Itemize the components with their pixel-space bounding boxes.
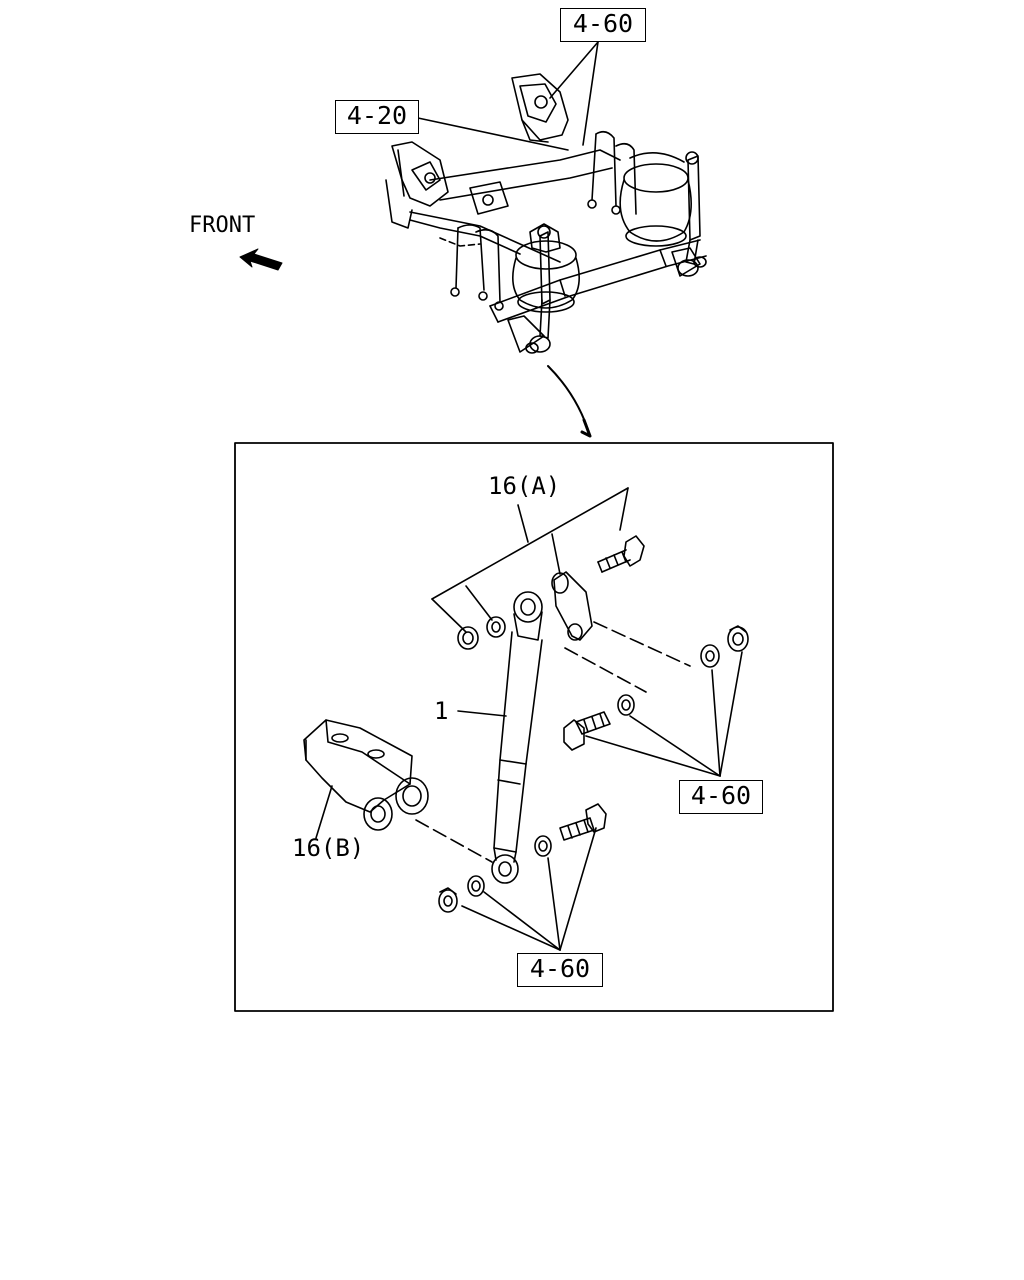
bracket-16a (551, 571, 593, 641)
rear-suspension-assembly (385, 41, 707, 354)
part-label-16b: 16(B) (292, 834, 365, 862)
part-1-leader (457, 710, 507, 717)
nut-washer-upper (457, 616, 506, 650)
part-16b-leader (315, 785, 333, 839)
detail-frame (234, 442, 834, 1012)
ref-4-60-detail-right[interactable]: 4-60 (679, 780, 763, 814)
bolt-middle (563, 694, 635, 751)
ref-4-60-top[interactable]: 4-60 (560, 8, 646, 42)
bracket-16b (303, 719, 429, 831)
bolt-upper (597, 535, 645, 573)
front-label: FRONT (189, 213, 256, 238)
nut-washer-lower (438, 875, 485, 913)
part-label-1: 1 (434, 697, 449, 725)
detail-callout-arrow (547, 365, 591, 437)
ref-bottom-leaders (461, 827, 597, 951)
nut-washer-upper-right (700, 625, 749, 668)
part-16a-leaders (431, 487, 629, 633)
ref-4-20-top[interactable]: 4-20 (335, 100, 419, 134)
ref-right-leaders (585, 651, 743, 777)
front-direction-arrow-icon (239, 248, 283, 271)
ref-4-60-detail-bottom[interactable]: 4-60 (517, 953, 603, 987)
shock-absorber-1 (491, 591, 543, 884)
bolt-lower (534, 803, 607, 857)
part-label-16a: 16(A) (488, 472, 561, 500)
